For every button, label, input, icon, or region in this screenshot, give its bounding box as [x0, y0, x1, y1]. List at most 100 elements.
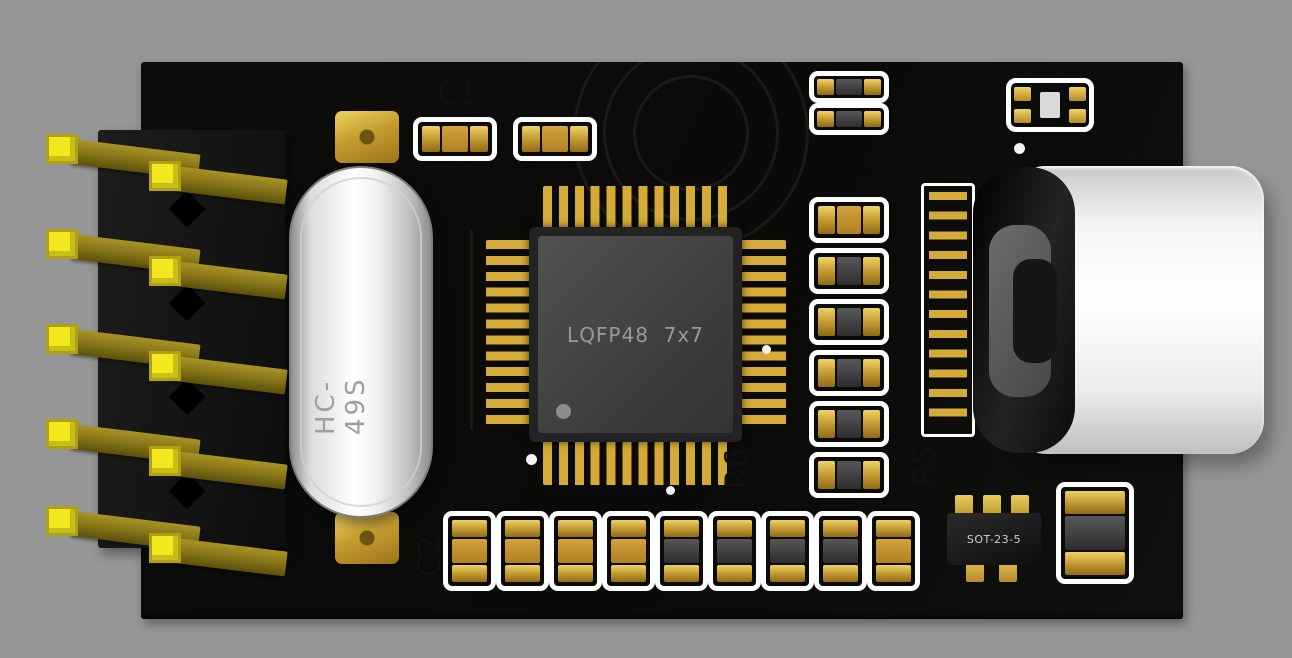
component-body	[836, 410, 862, 438]
crystal-hc49s	[289, 166, 433, 518]
trace	[470, 230, 473, 430]
resistor	[809, 401, 889, 447]
solder-pad	[770, 520, 805, 537]
solder-pad	[863, 111, 881, 127]
chip-pins-left	[486, 240, 531, 430]
header-diamond	[168, 190, 206, 228]
component-body	[541, 126, 569, 152]
solder-pad	[863, 461, 880, 489]
component-body	[441, 126, 469, 152]
label-c1: C1	[437, 76, 479, 112]
chip-label: LQFP48 7x7	[567, 322, 704, 347]
header-pin-tip	[149, 161, 181, 191]
solder-pad	[452, 565, 487, 582]
resistor	[655, 511, 708, 591]
resistor	[761, 511, 814, 591]
solder-pad	[818, 257, 835, 285]
component-body	[1065, 515, 1125, 551]
component-body	[836, 257, 862, 285]
solder-pad	[664, 565, 699, 582]
solder-pad	[1014, 87, 1031, 101]
component-body	[876, 538, 911, 564]
solder-pad	[863, 308, 880, 336]
solder-pad	[863, 257, 880, 285]
header-pin-tip	[149, 533, 181, 563]
component-body	[836, 206, 862, 234]
resistor	[809, 103, 889, 135]
header-pin-tip	[149, 256, 181, 286]
component-body	[836, 461, 862, 489]
header-pin-tip	[46, 506, 78, 536]
resistor	[809, 299, 889, 345]
capacitor	[809, 197, 889, 243]
solder-pad	[505, 520, 540, 537]
chip-lqfp48: LQFP48 7x7	[529, 227, 742, 442]
capacitor	[602, 511, 655, 591]
sot23-5-body: SOT-23-5	[947, 513, 1041, 565]
resistor	[814, 511, 867, 591]
label-r6: R6	[719, 448, 755, 490]
solder-pad	[1065, 552, 1125, 575]
usb-pins	[929, 192, 967, 428]
component-body	[836, 79, 862, 95]
component-body	[770, 538, 805, 564]
solder-pad	[863, 410, 880, 438]
component-body	[452, 538, 487, 564]
capacitor	[549, 511, 602, 591]
header-pin-tip	[46, 229, 78, 259]
solder-pad	[818, 410, 835, 438]
component-body	[836, 308, 862, 336]
crystal-pad-bottom	[335, 512, 399, 564]
chip-pins-top	[543, 186, 733, 230]
solder-pad	[823, 565, 858, 582]
sot-label: SOT-23-5	[966, 532, 1022, 546]
solder-pad	[863, 79, 881, 95]
resistor	[708, 511, 761, 591]
component-body	[823, 538, 858, 564]
component-body	[505, 538, 540, 564]
solder-pad	[558, 565, 593, 582]
solder-pad	[717, 565, 752, 582]
solder-pad	[664, 520, 699, 537]
capacitor-c1-a	[413, 117, 497, 161]
header-diamond	[168, 284, 206, 322]
header-pin-tip	[149, 446, 181, 476]
solder-pad	[1069, 87, 1086, 101]
via	[762, 345, 771, 354]
solder-pad	[876, 520, 911, 537]
resistor	[809, 248, 889, 294]
crystal-pad-top	[335, 111, 399, 163]
solder-pad	[823, 520, 858, 537]
solder-pad	[818, 461, 835, 489]
component-body	[558, 538, 593, 564]
capacitor	[496, 511, 549, 591]
crystal-label: HC-49S	[311, 376, 371, 435]
chip-pin1-dot	[556, 404, 571, 419]
usb-cavity	[1013, 259, 1057, 363]
led-component	[1006, 78, 1094, 132]
via	[1014, 143, 1025, 154]
component-body	[836, 359, 862, 387]
solder-pad	[1014, 109, 1031, 123]
capacitor	[443, 511, 496, 591]
header-pin-tip	[149, 351, 181, 381]
solder-pad	[817, 79, 835, 95]
solder-pad	[817, 111, 835, 127]
capacitor-c1-b	[513, 117, 597, 161]
solder-pad	[470, 126, 488, 152]
led-die	[1040, 92, 1060, 118]
solder-pad	[818, 308, 835, 336]
label-r5: R5	[907, 445, 943, 487]
header-pin-tip	[46, 134, 78, 164]
solder-pad	[876, 565, 911, 582]
solder-pad	[611, 520, 646, 537]
solder-pad	[863, 359, 880, 387]
component-body	[664, 538, 699, 564]
solder-pad	[818, 359, 835, 387]
solder-pad	[505, 565, 540, 582]
chip-pins-bottom	[543, 441, 733, 485]
via	[526, 454, 537, 465]
capacitor	[867, 511, 920, 591]
resistor	[1056, 482, 1134, 584]
resistor	[809, 452, 889, 498]
